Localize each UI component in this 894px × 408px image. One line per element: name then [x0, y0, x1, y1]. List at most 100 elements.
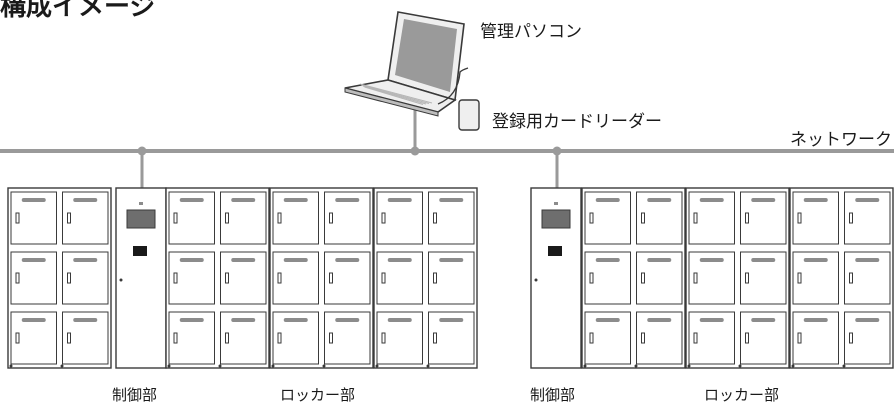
locker-handle: [699, 198, 724, 202]
locker-handle: [595, 318, 620, 322]
laptop-key-row: [361, 84, 430, 104]
locker-handle: [751, 258, 776, 262]
locker-keyhole: [433, 332, 437, 344]
laptop-screen: [395, 19, 457, 92]
locker-foot: [583, 364, 587, 368]
locker-keyhole: [797, 332, 802, 344]
control-connector-2-dot: [552, 146, 562, 156]
locker-keyhole: [745, 272, 749, 284]
locker-foot: [634, 364, 638, 368]
locker-handle: [231, 258, 256, 262]
locker-unit-1: [7, 187, 112, 369]
locker-handle: [803, 258, 828, 262]
network-label: ネットワーク: [790, 130, 892, 150]
control-display-panel: [541, 209, 571, 229]
locker-foot: [426, 364, 430, 368]
locker-keyhole: [15, 212, 20, 224]
locker-handle: [21, 318, 46, 322]
control-unit-1: [115, 187, 167, 369]
control-card-slot: [133, 246, 147, 256]
locker-handle: [335, 318, 360, 322]
locker-keyhole: [797, 212, 802, 224]
locker-foot: [687, 364, 691, 368]
locker-keyhole: [329, 272, 333, 284]
locker-handle: [855, 318, 880, 322]
locker-keyhole: [173, 212, 178, 224]
locker-keyhole: [745, 212, 749, 224]
locker-handle: [751, 198, 776, 202]
locker-handle: [803, 198, 828, 202]
locker-handle: [647, 318, 672, 322]
locker-handle: [283, 318, 308, 322]
locker-keyhole: [693, 272, 698, 284]
laptop-base-edge: [344, 87, 439, 117]
locker-unit-6: [685, 187, 790, 369]
diagram-title: 構成イメージ: [0, 0, 156, 22]
locker-keyhole: [67, 212, 71, 224]
locker-keyhole: [225, 212, 229, 224]
locker-handle: [647, 258, 672, 262]
control-unit-2: [530, 187, 582, 369]
locker-keyhole: [433, 272, 437, 284]
locker-handle: [335, 258, 360, 262]
locker-keyhole: [641, 332, 645, 344]
laptop-key-row: [359, 83, 433, 104]
locker-keyhole: [329, 332, 333, 344]
locker-keyhole: [381, 332, 386, 344]
control-key: [119, 278, 123, 282]
locker-keyhole: [15, 272, 20, 284]
locker-keyhole: [849, 212, 853, 224]
locker-keyhole: [641, 212, 645, 224]
locker-keyhole: [381, 212, 386, 224]
laptop-icon: [344, 11, 469, 117]
locker-foot: [322, 364, 326, 368]
locker-handle: [387, 318, 412, 322]
locker-keyhole: [173, 332, 178, 344]
locker-handle: [73, 318, 98, 322]
locker-keyhole: [589, 272, 594, 284]
locker-foot: [738, 364, 742, 368]
locker-keyhole: [849, 332, 853, 344]
locker-foot: [9, 364, 13, 368]
locker-unit-4: [373, 187, 478, 369]
locker-handle: [231, 198, 256, 202]
locker-foot: [60, 364, 64, 368]
control-indicator-led: [554, 202, 558, 205]
locker-keyhole: [641, 272, 645, 284]
locker-handle: [283, 258, 308, 262]
locker-keyhole: [693, 332, 698, 344]
card-reader-device: [458, 99, 480, 131]
locker-keyhole: [67, 272, 71, 284]
control-display-panel: [126, 209, 156, 229]
locker-keyhole: [277, 272, 282, 284]
locker-handle: [335, 198, 360, 202]
locker-handle: [439, 318, 464, 322]
locker-handle: [283, 198, 308, 202]
locker-unit-3: [269, 187, 374, 369]
locker-keyhole: [589, 212, 594, 224]
locker-foot: [167, 364, 171, 368]
locker-handle: [21, 258, 46, 262]
locker-keyhole: [797, 272, 802, 284]
locker-keyhole: [693, 212, 698, 224]
locker-keyhole: [225, 272, 229, 284]
locker-foot: [842, 364, 846, 368]
locker-unit-label-1: ロッカー部: [280, 386, 356, 404]
control-unit-label-2: 制御部: [530, 386, 576, 404]
locker-keyhole: [849, 272, 853, 284]
laptop-key-row: [364, 86, 424, 105]
locker-handle: [647, 198, 672, 202]
locker-handle: [387, 258, 412, 262]
locker-foot: [791, 364, 795, 368]
locker-handle: [855, 198, 880, 202]
locker-foot: [271, 364, 275, 368]
locker-handle: [179, 258, 204, 262]
locker-handle: [803, 318, 828, 322]
pc-connector-dot: [410, 146, 420, 156]
control-card-slot: [548, 246, 562, 256]
locker-handle: [595, 198, 620, 202]
locker-foot: [375, 364, 379, 368]
locker-handle: [439, 198, 464, 202]
locker-handle: [387, 198, 412, 202]
